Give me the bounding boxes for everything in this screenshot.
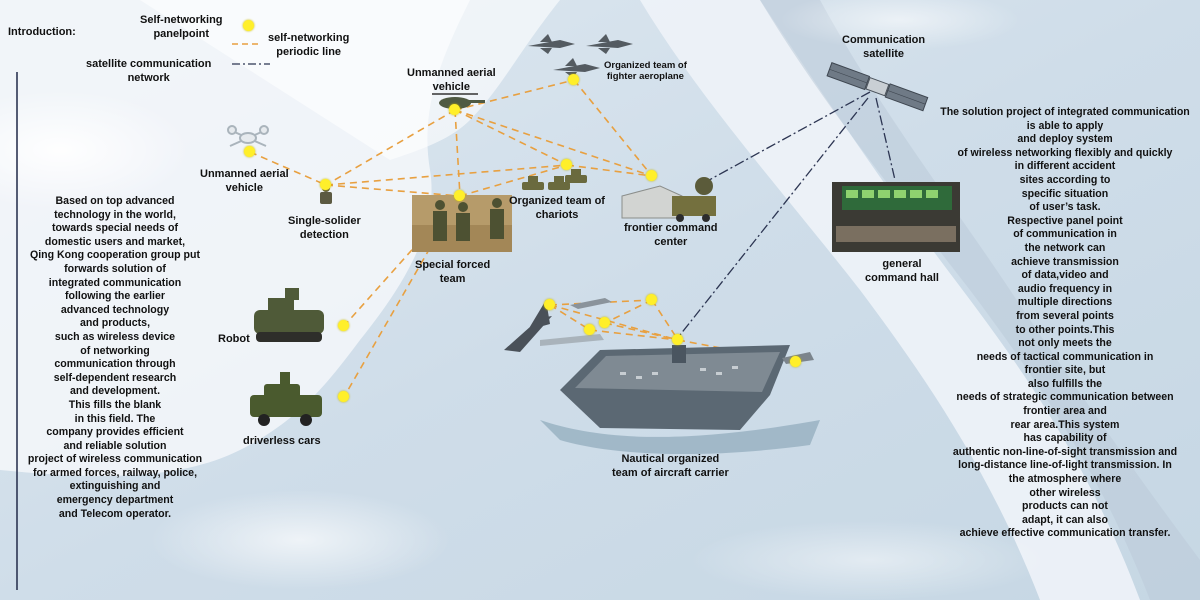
node-driverless (338, 391, 349, 402)
driverless-car-icon (250, 372, 322, 426)
node-escort-right (790, 356, 801, 367)
label-carrier: Nautical organized team of aircraft carr… (612, 453, 729, 479)
label-satellite: Communication satellite (842, 34, 926, 60)
label-special-team: Special forced team (415, 259, 491, 285)
label-uav-left: Unmanned aerial vehicle (200, 168, 289, 194)
special-forces-photo (412, 195, 512, 252)
node-robot (338, 320, 349, 331)
label-single-soldier: Single-solider detection (288, 215, 361, 241)
node-frontier-center (646, 170, 657, 181)
node-carrier (672, 334, 683, 345)
robot-icon (254, 288, 324, 342)
right-description: The solution project of integrated commu… (940, 106, 1190, 540)
label-chariots: Organized team of chariots (509, 195, 605, 221)
node-jet-3 (584, 324, 595, 335)
label-driverless: driverless cars (243, 435, 321, 447)
node-special-team (454, 190, 465, 201)
node-uav-left (244, 146, 255, 157)
legend-panelpoint-label: Self-networking panelpoint (140, 14, 223, 40)
label-frontier-center: frontier command center (624, 222, 718, 248)
aircraft-carrier-icon (540, 345, 820, 455)
quadcopter-icon (227, 125, 269, 147)
tank-icons (522, 169, 587, 190)
label-uav-top: Unmanned aerial vehicle (407, 67, 496, 93)
node-jet-2 (646, 294, 657, 305)
satellite-icon (826, 62, 929, 112)
node-legend (243, 20, 254, 31)
fighter-jet-icons (528, 34, 633, 78)
node-jet-1 (544, 299, 555, 310)
left-description: Based on top advanced technology in the … (27, 195, 203, 520)
command-center-icon (621, 177, 716, 222)
label-fighters: Organized team of fighter aeroplane (604, 60, 687, 82)
node-uav-top (449, 104, 460, 115)
label-robot: Robot (218, 333, 250, 345)
legend-satellite-network-label: satellite communication network (86, 58, 212, 84)
label-general-hall: general command hall (865, 258, 939, 284)
helicopter-icon (432, 93, 485, 109)
satellite-lines (679, 91, 896, 336)
legend-periodic-line-label: self-networking periodic line (268, 32, 350, 58)
node-fighters (568, 74, 579, 85)
command-hall-photo (832, 182, 960, 252)
node-single-soldier (320, 179, 331, 190)
introduction-label: Introduction: (8, 26, 76, 38)
node-chariots (561, 159, 572, 170)
node-jet-4 (599, 317, 610, 328)
